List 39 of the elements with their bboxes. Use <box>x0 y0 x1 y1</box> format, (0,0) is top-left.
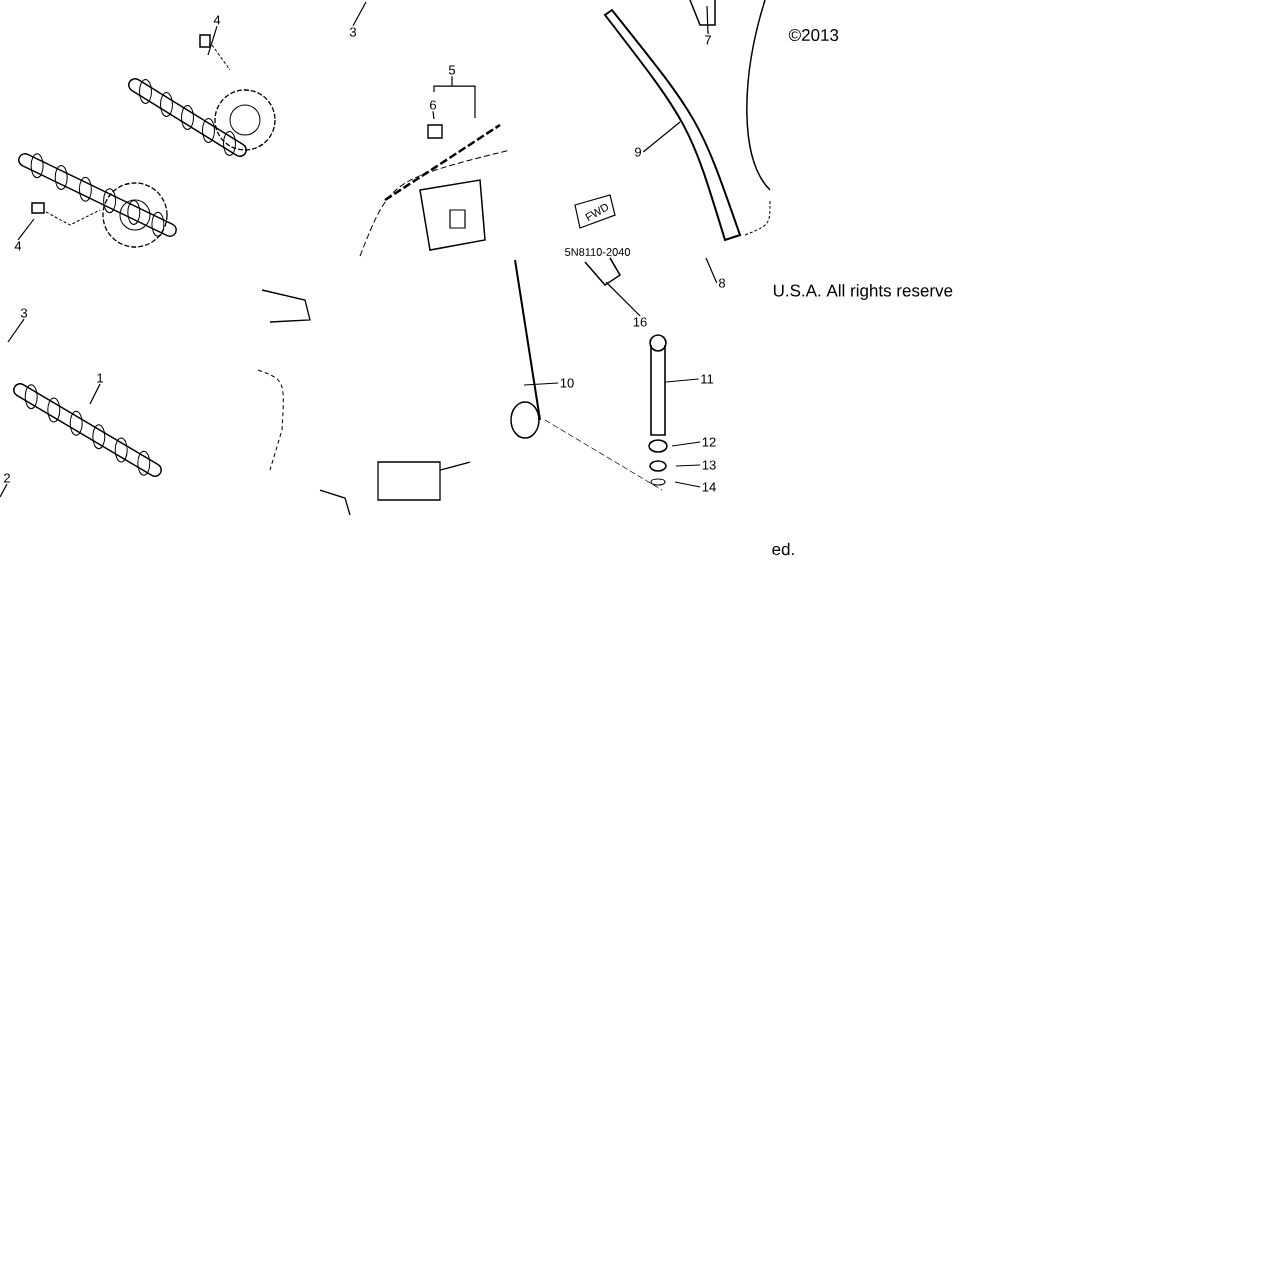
callout-number: 3 <box>349 27 357 37</box>
callout-number: 12 <box>702 437 716 447</box>
leader-line <box>0 483 8 498</box>
copyright-text: ©2013 <box>788 29 839 42</box>
leader-line <box>642 121 681 153</box>
part-code: 5N8110-2040 <box>565 248 630 256</box>
arrow-label: FWD <box>585 204 608 222</box>
leader-line <box>89 383 101 405</box>
callout-number: 7 <box>705 35 711 45</box>
leader-line <box>523 382 559 386</box>
leader-line <box>207 25 218 56</box>
callout-number: 10 <box>560 378 574 388</box>
leader-line <box>675 464 701 467</box>
callout-number: 4 <box>14 241 22 251</box>
callout-number: 9 <box>635 147 641 157</box>
callout-number: 8 <box>718 278 726 288</box>
copyright-text: U.S.A. All rights reserve <box>773 284 953 300</box>
leader-line <box>432 110 435 120</box>
leader-line <box>17 218 35 241</box>
callout-number: 2 <box>4 473 10 483</box>
leader-line <box>705 257 718 284</box>
callout-number: 4 <box>213 15 221 25</box>
leader-line <box>671 441 701 447</box>
callout-number: 5 <box>448 65 456 75</box>
callout-number: 3 <box>20 308 28 318</box>
leader-line <box>665 378 700 383</box>
leader-line <box>7 318 25 343</box>
callout-number: 11 <box>701 374 714 384</box>
leader-line <box>674 481 701 488</box>
callout-number: 16 <box>633 317 647 327</box>
callout-number: 13 <box>702 460 716 470</box>
callout-number: 1 <box>97 373 103 383</box>
leader-line <box>352 1 367 27</box>
callout-number: 6 <box>430 100 437 110</box>
copyright-text: ed. <box>772 542 794 556</box>
leader-line <box>605 281 641 317</box>
leader-line <box>706 5 709 35</box>
bracket-leader-line <box>433 75 476 119</box>
callout-number: 14 <box>702 482 716 492</box>
